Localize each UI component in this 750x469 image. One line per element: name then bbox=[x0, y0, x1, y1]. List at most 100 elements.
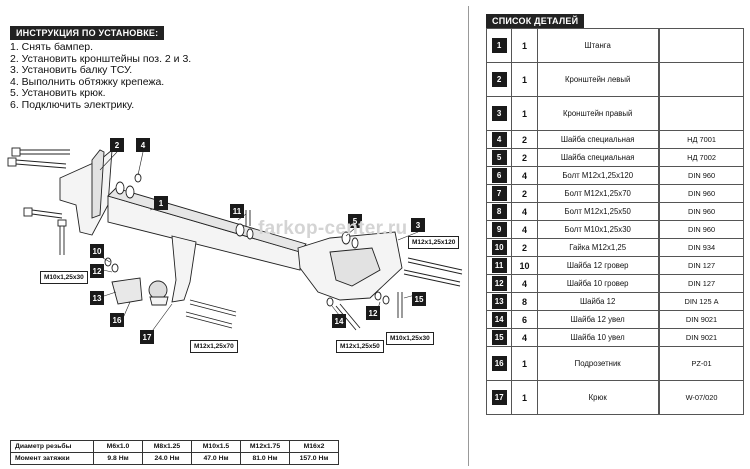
part-qty-cell: 1 bbox=[511, 28, 538, 63]
part-qty-cell: 1 bbox=[511, 346, 538, 381]
part-number-cell: 9 bbox=[485, 220, 513, 239]
socket-plate bbox=[111, 277, 143, 305]
part-qty-cell: 8 bbox=[511, 292, 538, 311]
assembly-diagram bbox=[7, 147, 463, 335]
part-standard-cell: W-07/020 bbox=[659, 380, 744, 415]
part-number-badge: 4 bbox=[491, 132, 507, 147]
part-number-badge: 9 bbox=[491, 222, 507, 237]
callout-2: 2 bbox=[110, 138, 124, 152]
dim-m10-left: M10x1,25x30 bbox=[40, 271, 88, 284]
part-number-badge: 11 bbox=[491, 258, 507, 273]
part-number-badge: 17 bbox=[491, 390, 507, 405]
part-number-badge: 10 bbox=[491, 240, 507, 255]
part-number-cell: 16 bbox=[485, 346, 513, 381]
part-standard-cell: DIN 960 bbox=[659, 202, 744, 221]
part-number-cell: 13 bbox=[485, 292, 513, 311]
part-standard-cell: DIN 960 bbox=[659, 184, 744, 203]
thread-cell: M6x1.0 bbox=[93, 440, 143, 453]
part-name-cell: Шайба 10 гровер bbox=[536, 274, 659, 293]
part-number-badge: 3 bbox=[491, 106, 507, 121]
part-standard-cell: DIN 127 bbox=[659, 256, 744, 275]
torque-cell: 9.8 Нм bbox=[93, 452, 143, 465]
part-name-cell: Гайка М12х1,25 bbox=[536, 238, 659, 257]
part-standard-cell: DIN 9021 bbox=[659, 310, 744, 329]
part-number-badge: 2 bbox=[491, 72, 507, 87]
part-number-cell: 6 bbox=[485, 166, 513, 185]
part-standard-cell: DIN 125 А bbox=[659, 292, 744, 311]
part-name-cell: Крюк bbox=[536, 380, 659, 415]
part-name-cell: Болт М10х1,25х30 bbox=[536, 220, 659, 239]
part-number-cell: 12 bbox=[485, 274, 513, 293]
part-qty-cell: 2 bbox=[511, 148, 538, 167]
part-number-cell: 14 bbox=[485, 310, 513, 329]
part-standard-cell: DIN 960 bbox=[659, 166, 744, 185]
part-qty-cell: 10 bbox=[511, 256, 538, 275]
part-image-cell bbox=[657, 380, 661, 415]
part-qty-cell: 4 bbox=[511, 328, 538, 347]
part-standard-cell: DIN 9021 bbox=[659, 328, 744, 347]
part-number-badge: 8 bbox=[491, 204, 507, 219]
part-qty-cell: 4 bbox=[511, 202, 538, 221]
torque-cell: 47.0 Нм bbox=[191, 452, 241, 465]
table-row: Момент затяжки 9.8 Нм 24.0 Нм 47.0 Нм 81… bbox=[10, 452, 339, 465]
dim-m10-right: M10x1,25x30 bbox=[386, 332, 434, 345]
part-number-badge: 12 bbox=[491, 276, 507, 291]
part-qty-cell: 2 bbox=[511, 130, 538, 149]
dim-m12-120: M12x1,25x120 bbox=[408, 236, 460, 249]
part-standard-cell: PZ-01 bbox=[659, 346, 744, 381]
callout-3: 3 bbox=[411, 218, 425, 232]
part-number-cell: 15 bbox=[485, 328, 513, 347]
part-qty-cell: 1 bbox=[511, 380, 538, 415]
thread-cell: M12x1.75 bbox=[240, 440, 290, 453]
part-qty-cell: 2 bbox=[511, 238, 538, 257]
callout-15: 15 bbox=[412, 292, 426, 306]
part-name-cell: Подрозетник bbox=[536, 346, 659, 381]
dim-m12-70: M12x1,25x70 bbox=[190, 340, 238, 353]
install-step: 3. Установить балку ТСУ. bbox=[10, 64, 133, 77]
part-standard-cell: НД 7002 bbox=[659, 148, 744, 167]
callout-11: 11 bbox=[230, 204, 244, 218]
hitch-neck bbox=[171, 235, 197, 303]
part-name-cell: Кронштейн правый bbox=[536, 96, 659, 131]
dim-m12-50: M12x1,25x50 bbox=[336, 340, 384, 353]
part-standard-cell bbox=[659, 28, 744, 63]
part-number-cell: 2 bbox=[485, 62, 513, 97]
part-standard-cell: DIN 934 bbox=[659, 238, 744, 257]
part-number-badge: 15 bbox=[491, 330, 507, 345]
part-name-cell: Болт М12х1,25х120 bbox=[536, 166, 659, 185]
part-standard-cell: DIN 127 bbox=[659, 274, 744, 293]
callout-14: 14 bbox=[332, 314, 346, 328]
table-row: Диаметр резьбы M6x1.0 M8x1.25 M10x1.5 M1… bbox=[10, 440, 339, 453]
callout-12-right: 12 bbox=[366, 306, 380, 320]
part-qty-cell: 4 bbox=[511, 166, 538, 185]
install-step: 6. Подключить электрику. bbox=[10, 98, 135, 111]
part-number-badge: 7 bbox=[491, 186, 507, 201]
callout-4: 4 bbox=[136, 138, 150, 152]
part-number-badge: 1 bbox=[491, 38, 507, 53]
callout-17: 17 bbox=[140, 330, 154, 344]
torque-row-label: Момент затяжки bbox=[10, 452, 94, 465]
torque-cell: 81.0 Нм bbox=[240, 452, 290, 465]
callout-1: 1 bbox=[154, 196, 168, 210]
part-number-cell: 1 bbox=[485, 28, 513, 63]
part-number-cell: 7 bbox=[485, 184, 513, 203]
thread-cell: M16x2 bbox=[289, 440, 339, 453]
part-standard-cell bbox=[659, 62, 744, 97]
part-standard-cell: НД 7001 bbox=[659, 130, 744, 149]
thread-cell: M10x1.5 bbox=[191, 440, 241, 453]
part-number-badge: 14 bbox=[491, 312, 507, 327]
torque-cell: 157.0 Нм bbox=[289, 452, 339, 465]
